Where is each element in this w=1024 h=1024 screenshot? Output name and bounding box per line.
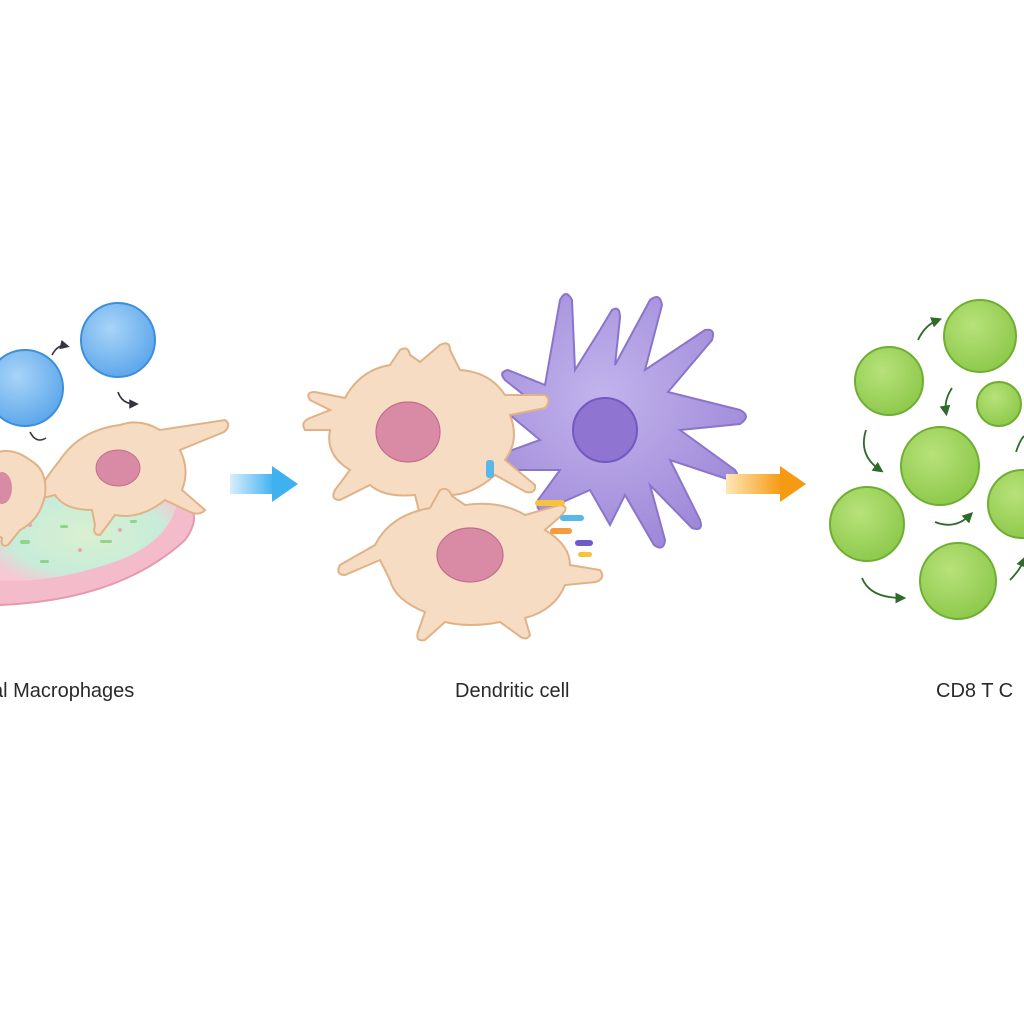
nucleus (375, 401, 441, 463)
macrophage-cell (302, 342, 550, 523)
nucleus (572, 397, 638, 463)
t-cell (976, 381, 1022, 427)
t-cell (854, 346, 924, 416)
small-arrow-icon (861, 577, 907, 604)
t-cell (919, 542, 997, 620)
t-cell (829, 486, 905, 562)
nucleus (436, 527, 504, 583)
t-cell (943, 299, 1017, 373)
right-arrow-icon (726, 466, 806, 502)
nucleus (0, 472, 12, 504)
macrophage-cell (337, 460, 604, 642)
small-arrow-icon (117, 391, 139, 409)
right-arrow-icon (230, 466, 298, 502)
cd8-t-cell-label: CD8 T C (936, 680, 1014, 702)
nucleus (95, 449, 141, 487)
macrophage-cell (0, 450, 47, 547)
macrophages-label: al Macrophages (0, 680, 135, 702)
t-cell (900, 426, 980, 506)
small-arrow-icon (862, 429, 884, 473)
small-arrow-icon (939, 387, 953, 417)
small-arrow-icon (29, 431, 47, 441)
small-arrow-icon (917, 317, 943, 341)
small-arrow-icon (934, 511, 974, 526)
small-arrow-icon (1009, 555, 1024, 581)
macrophage-cell (32, 418, 230, 537)
macrophage-panel (0, 302, 230, 607)
small-arrow-icon (51, 339, 70, 356)
blue-cell (0, 349, 64, 427)
t-cell (987, 469, 1024, 539)
dendritic-cell-label: Dendritic cell (455, 680, 570, 702)
small-arrow-icon (1015, 435, 1024, 453)
dendritic-cell (484, 293, 747, 549)
blue-cell (80, 302, 156, 378)
dendritic-panel (302, 293, 747, 642)
cd8-panel (829, 299, 1024, 620)
receptor-marks (486, 460, 593, 557)
